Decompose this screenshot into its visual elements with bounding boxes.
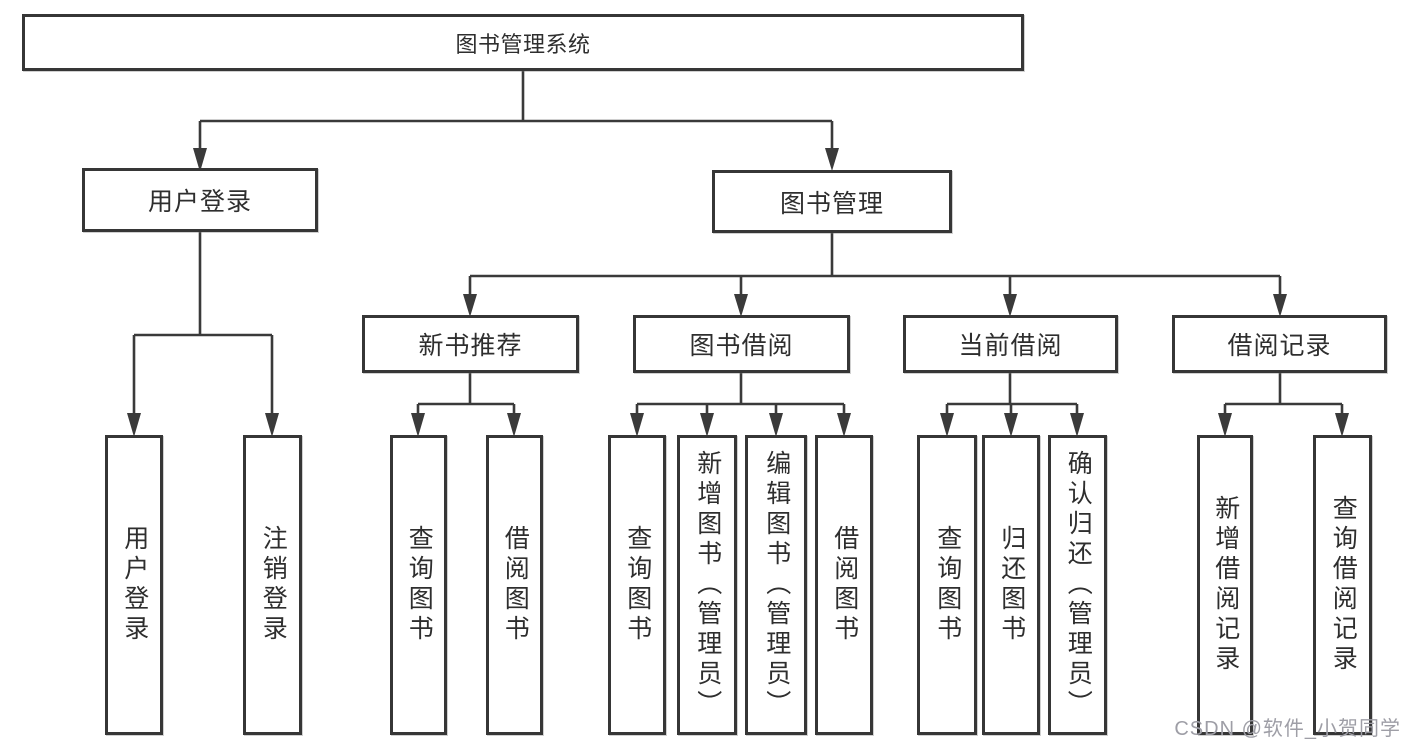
node-book-borrowing-label: 图书借阅 <box>689 332 794 360</box>
leaf-bb-edit-books-admin-label: 编辑图书（管理员） <box>762 450 791 720</box>
node-book-management-label: 图书管理 <box>779 189 884 218</box>
leaf-user-login-label: 用户登录 <box>120 525 149 645</box>
leaf-bb-query-books-label: 查询图书 <box>623 525 652 645</box>
leaf-br-add-record-label: 新增借阅记录 <box>1211 495 1240 675</box>
leaf-br-query-record: 查询借阅记录 <box>1313 435 1372 735</box>
leaf-nb-borrow-books-label: 借阅图书 <box>501 525 530 645</box>
leaf-logout: 注销登录 <box>243 435 302 735</box>
leaf-bb-add-books-admin: 新增图书（管理员） <box>677 435 737 735</box>
leaf-br-query-record-label: 查询借阅记录 <box>1329 495 1358 675</box>
node-user-login: 用户登录 <box>82 168 318 232</box>
node-user-login-label: 用户登录 <box>147 188 252 216</box>
leaf-bb-query-books: 查询图书 <box>608 435 666 735</box>
watermark: CSDN @软件_小贺同学 <box>1174 718 1401 740</box>
leaf-cb-return-books: 归还图书 <box>982 435 1040 735</box>
node-borrowing-records-label: 借阅记录 <box>1227 332 1332 360</box>
leaf-cb-confirm-return-admin: 确认归还（管理员） <box>1048 435 1107 735</box>
leaf-user-login: 用户登录 <box>105 435 163 735</box>
leaf-cb-return-books-label: 归还图书 <box>997 525 1026 645</box>
node-current-borrowing: 当前借阅 <box>903 315 1118 373</box>
node-new-book-recommend-label: 新书推荐 <box>418 332 523 360</box>
leaf-nb-query-books-label: 查询图书 <box>405 525 434 645</box>
leaf-bb-borrow-books: 借阅图书 <box>815 435 873 735</box>
leaf-bb-edit-books-admin: 编辑图书（管理员） <box>745 435 807 735</box>
leaf-cb-query-books-label: 查询图书 <box>933 525 962 645</box>
leaf-bb-add-books-admin-label: 新增图书（管理员） <box>693 450 722 720</box>
node-current-borrowing-label: 当前借阅 <box>958 332 1063 360</box>
leaf-nb-borrow-books: 借阅图书 <box>486 435 543 735</box>
node-new-book-recommend: 新书推荐 <box>362 315 579 373</box>
leaf-br-add-record: 新增借阅记录 <box>1197 435 1253 735</box>
node-book-borrowing: 图书借阅 <box>633 315 850 373</box>
leaf-nb-query-books: 查询图书 <box>390 435 447 735</box>
node-borrowing-records: 借阅记录 <box>1172 315 1387 373</box>
node-book-management: 图书管理 <box>712 170 952 233</box>
leaf-logout-label: 注销登录 <box>259 525 288 645</box>
leaf-cb-query-books: 查询图书 <box>917 435 977 735</box>
node-root: 图书管理系统 <box>22 14 1024 71</box>
leaf-bb-borrow-books-label: 借阅图书 <box>830 525 859 645</box>
node-root-label: 图书管理系统 <box>455 31 591 57</box>
leaf-cb-confirm-return-admin-label: 确认归还（管理员） <box>1064 450 1093 720</box>
